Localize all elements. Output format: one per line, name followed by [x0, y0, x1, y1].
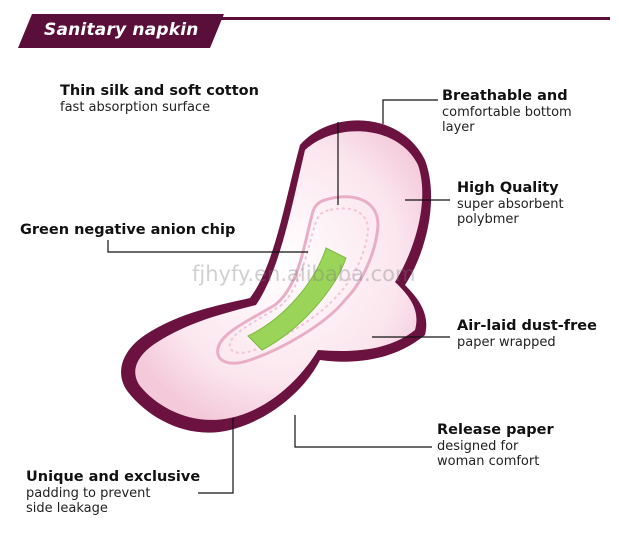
label-breathable-desc1: comfortable bottom [442, 105, 572, 120]
label-silk-desc: fast absorption surface [60, 100, 211, 115]
callout-unique [198, 418, 234, 494]
label-release-desc1: designed for [437, 439, 519, 454]
label-breathable-title: Breathable and [442, 88, 568, 104]
label-quality-desc2: polybmer [457, 212, 519, 227]
label-quality-desc1: super absorbent [457, 197, 564, 212]
label-quality-title: High Quality [457, 180, 559, 196]
label-unique-desc1: padding to prevent [26, 486, 151, 501]
label-chip-title: Green negative anion chip [20, 222, 236, 238]
label-airlaid-title: Air-laid dust-free [457, 318, 597, 334]
page-title: Sanitary napkin [44, 20, 199, 40]
label-silk-title: Thin silk and soft cotton [60, 83, 259, 99]
napkin-inner-channel [216, 195, 380, 365]
title-banner: Sanitary napkin [14, 14, 224, 48]
anion-chip [247, 247, 347, 351]
callout-chip [107, 240, 308, 253]
label-unique: Unique and exclusive padding to prevent … [26, 468, 200, 516]
napkin-body [135, 131, 423, 420]
watermark: fjhyfy.en.alibaba.com [192, 262, 416, 286]
label-silk: Thin silk and soft cotton fast absorptio… [60, 82, 259, 115]
callout-release [294, 415, 432, 448]
label-breathable: Breathable and comfortable bottom layer [442, 87, 572, 135]
label-release-title: Release paper [437, 422, 554, 438]
label-airlaid: Air-laid dust-free paper wrapped [457, 317, 597, 350]
label-unique-desc2: side leakage [26, 501, 108, 516]
label-unique-title: Unique and exclusive [26, 469, 201, 485]
header-rule [214, 17, 610, 20]
label-quality: High Quality super absorbent polybmer [457, 179, 564, 227]
label-chip: Green negative anion chip [20, 221, 235, 239]
callout-lines [107, 99, 450, 494]
callout-breathable [382, 99, 438, 124]
label-release-desc2: woman comfort [437, 454, 540, 469]
banner-shape [18, 14, 224, 48]
label-airlaid-desc: paper wrapped [457, 335, 556, 350]
label-release: Release paper designed for woman comfort [437, 421, 554, 469]
label-breathable-desc2: layer [442, 120, 475, 135]
